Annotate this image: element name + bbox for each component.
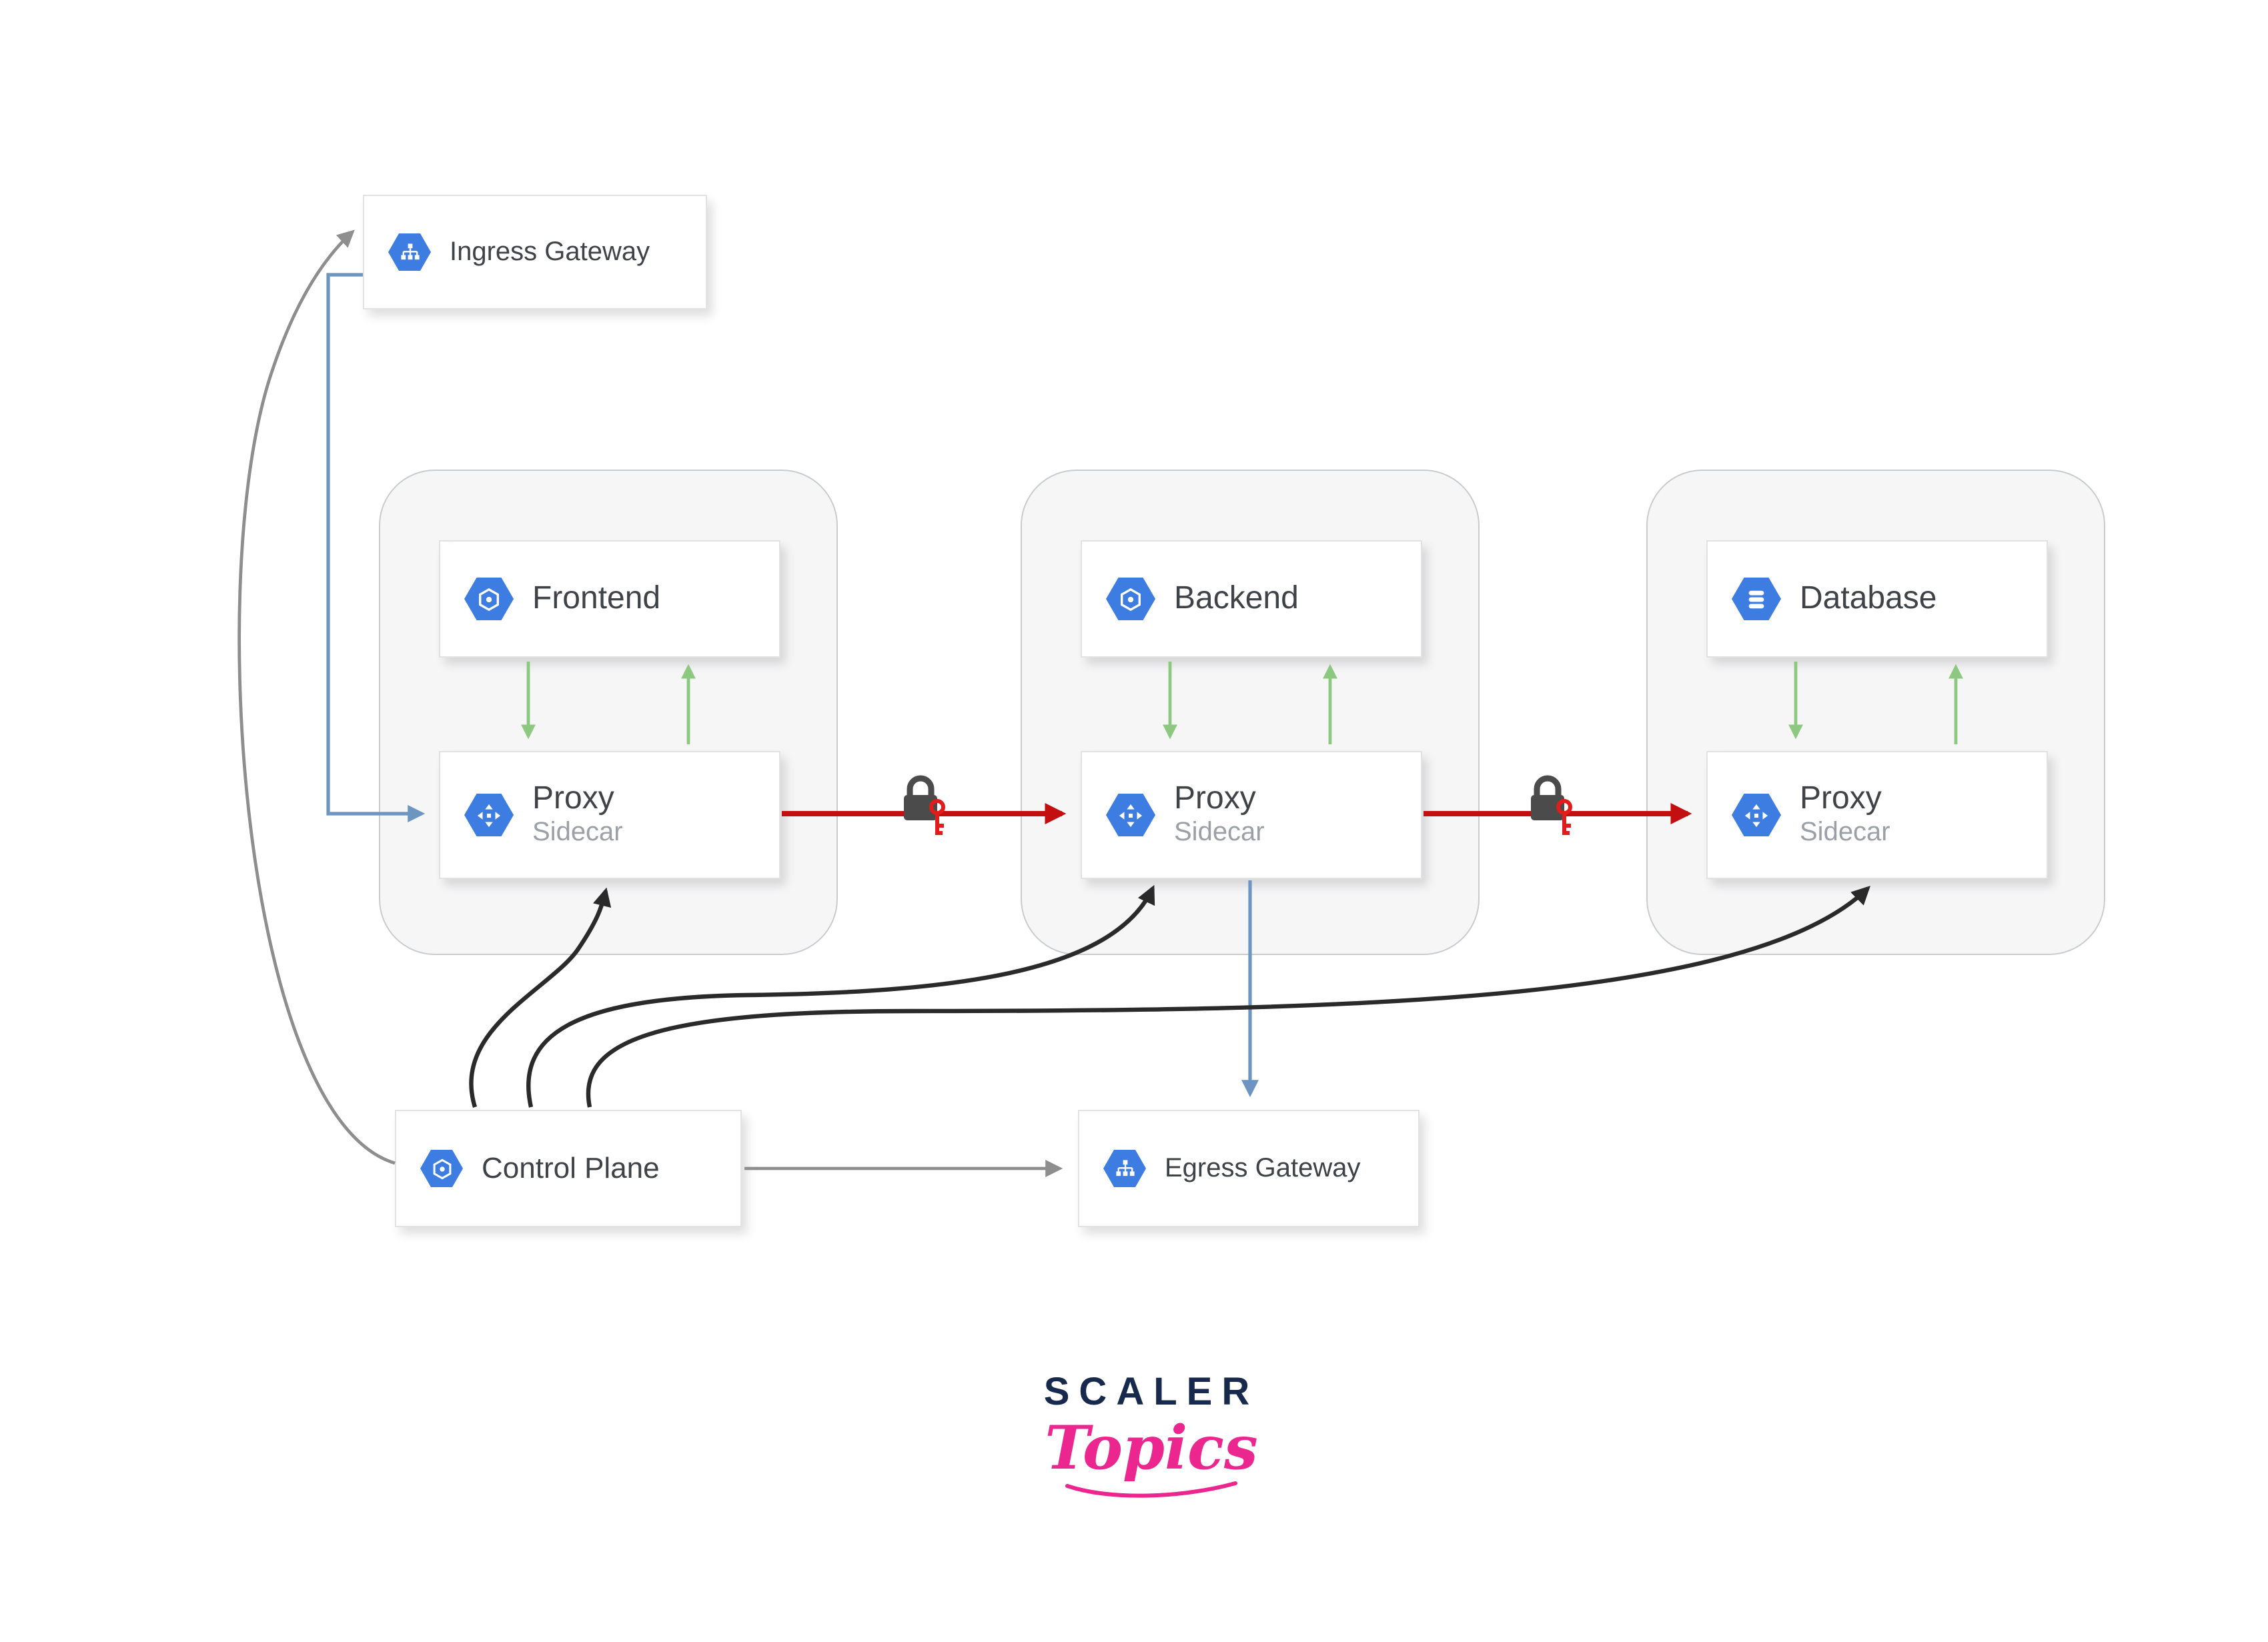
control-plane-icon [420, 1150, 463, 1187]
node-ingress-gateway: Ingress Gateway [363, 195, 707, 309]
control-plane-label: Control Plane [482, 1151, 660, 1184]
pod-database: Database Proxy Sidecar [1646, 470, 2105, 955]
proxy-text: Proxy Sidecar [532, 780, 623, 848]
proxy-label: Proxy [532, 780, 614, 817]
node-backend-proxy: Proxy Sidecar [1081, 751, 1422, 879]
sidecar-label: Sidecar [1800, 818, 1890, 848]
node-database: Database [1706, 540, 2048, 658]
pod-frontend: Frontend Proxy Sidecar [379, 470, 838, 955]
node-database-proxy: Proxy Sidecar [1706, 751, 2048, 879]
database-icon [1732, 578, 1781, 620]
gateway-icon [388, 233, 431, 271]
mtls-lock-icon [904, 778, 944, 835]
database-label: Database [1800, 580, 1937, 616]
ingress-gateway-label: Ingress Gateway [450, 237, 650, 266]
backend-service-icon [1106, 578, 1155, 620]
mtls-lock-icon [1531, 778, 1571, 835]
proxy-icon [1106, 794, 1155, 836]
sidecar-label: Sidecar [532, 818, 623, 848]
node-frontend-proxy: Proxy Sidecar [439, 751, 780, 879]
sidecar-label: Sidecar [1174, 818, 1265, 848]
scaler-topics-logo: SCALER Topics [951, 1371, 1351, 1507]
arrow-control-plane-to-ingress [237, 229, 396, 1165]
logo-subtitle: Topics [1045, 1413, 1258, 1483]
proxy-label: Proxy [1800, 780, 1882, 817]
egress-gateway-label: Egress Gateway [1165, 1153, 1361, 1182]
proxy-text: Proxy Sidecar [1800, 780, 1890, 848]
backend-label: Backend [1174, 580, 1299, 616]
pod-backend: Backend Proxy Sidecar [1021, 470, 1480, 955]
node-egress-gateway: Egress Gateway [1078, 1110, 1420, 1227]
node-backend: Backend [1081, 540, 1422, 658]
proxy-icon [1732, 794, 1781, 836]
frontend-service-icon [464, 578, 514, 620]
proxy-text: Proxy Sidecar [1174, 780, 1265, 848]
proxy-icon [464, 794, 514, 836]
logo-flourish [1065, 1481, 1237, 1498]
node-frontend: Frontend [439, 540, 780, 658]
proxy-label: Proxy [1174, 780, 1256, 817]
node-control-plane: Control Plane [395, 1110, 742, 1227]
frontend-label: Frontend [532, 580, 661, 616]
gateway-icon [1103, 1150, 1146, 1187]
logo-title: SCALER [1043, 1371, 1259, 1414]
